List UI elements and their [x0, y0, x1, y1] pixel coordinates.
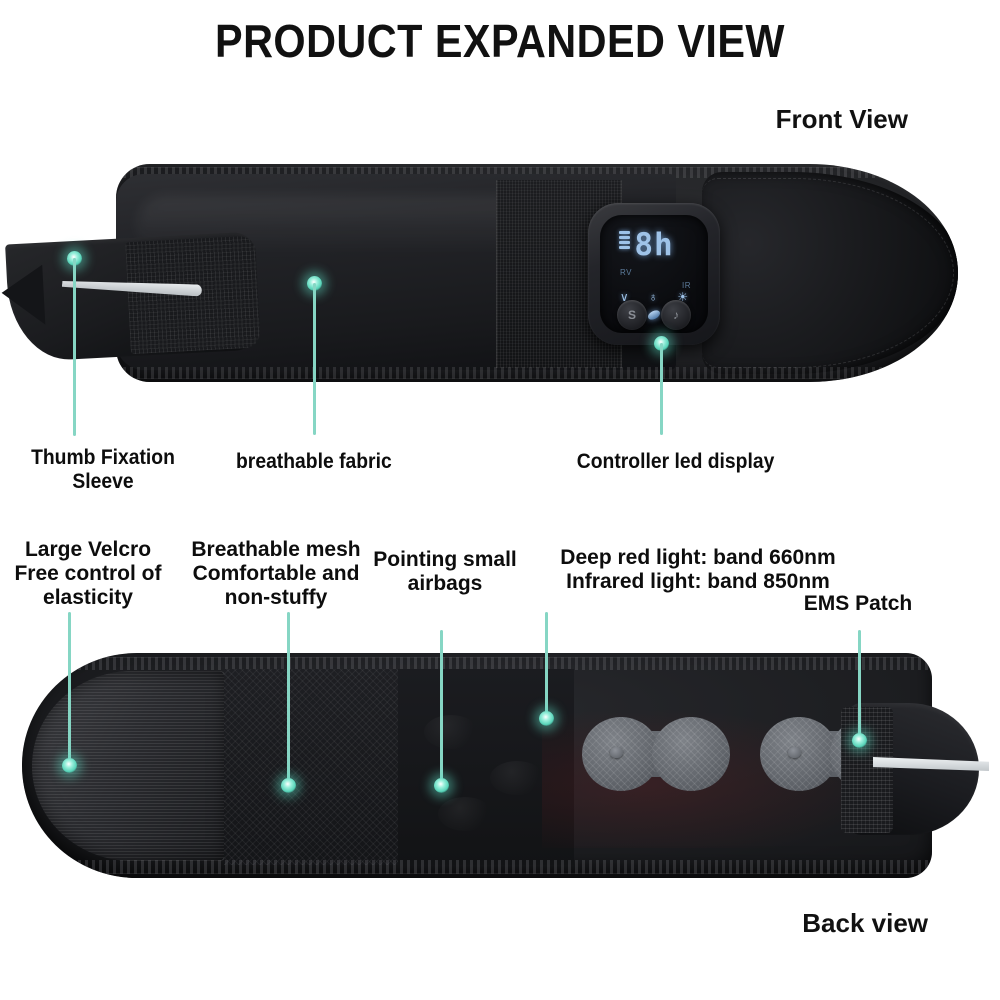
controller-led-screen: 8h RV IR ∨ ♁ ☀ S ♪: [600, 215, 708, 333]
callout-label-pointing-small-airbags: Pointing small airbags: [373, 548, 517, 595]
callout-line-pointing-small-airbags: [440, 630, 443, 785]
light-sun-icon: ☀: [677, 290, 689, 304]
controller-sub-label-right: IR: [682, 281, 691, 290]
ems-wave-icon: ∨: [619, 290, 629, 304]
callout-label-ems-patch: EMS Patch: [803, 592, 913, 615]
front-view-product-image: [5, 150, 968, 395]
controller-readout: 8h: [634, 227, 674, 263]
callout-label-thumb-fixation-sleeve: Thumb Fixation Sleeve: [31, 446, 175, 493]
thumb-sleeve: [5, 231, 261, 363]
back-main-body: [22, 653, 932, 878]
callout-line-controller-led-display: [660, 343, 663, 435]
callout-label-controller-led-display: Controller led display: [576, 450, 775, 473]
mode-button[interactable]: ♪: [661, 300, 691, 330]
back-view-product-image: [4, 645, 989, 890]
controller-module[interactable]: 8h RV IR ∨ ♁ ☀ S ♪: [588, 203, 720, 345]
callout-line-large-velcro: [68, 612, 71, 765]
controller-sub-label-left: RV: [620, 268, 632, 277]
belt-main-body: [116, 164, 958, 382]
callout-line-light-bands: [545, 612, 548, 718]
signal-bars-icon: [619, 231, 630, 249]
callout-dot-large-velcro: [62, 758, 77, 773]
callout-dot-pointing-small-airbags: [434, 778, 449, 793]
belt-nose: [702, 172, 958, 374]
callout-label-large-velcro: Large Velcro Free control of elasticity: [14, 538, 162, 609]
controller-icon-row: ∨ ♁ ☀: [610, 291, 698, 303]
callout-line-thumb-fixation-sleeve: [73, 258, 76, 436]
callout-dot-ems-patch: [852, 733, 867, 748]
start-button[interactable]: S: [617, 300, 647, 330]
page-title: PRODUCT EXPANDED VIEW: [215, 15, 785, 67]
callout-label-light-bands: Deep red light: band 660nm Infrared ligh…: [560, 546, 836, 593]
controller-button-row: S ♪: [600, 300, 708, 330]
breathable-mesh-panel: [224, 669, 402, 865]
callout-line-ems-patch: [858, 630, 861, 740]
callout-label-breathable-fabric: breathable fabric: [236, 450, 392, 473]
ems-patch-left: [582, 717, 730, 791]
back-sleeve-mesh: [841, 707, 893, 833]
callout-label-breathable-mesh: Breathable mesh Comfortable and non-stuf…: [191, 538, 361, 609]
callout-dot-light-bands: [539, 711, 554, 726]
callout-line-breathable-fabric: [313, 283, 316, 435]
front-view-caption: Front View: [775, 104, 908, 134]
heat-thermometer-icon: ♁: [648, 290, 658, 304]
callout-line-breathable-mesh: [287, 612, 290, 785]
back-view-caption: Back view: [802, 908, 928, 938]
callout-dot-breathable-mesh: [281, 778, 296, 793]
airbag-panel: [398, 669, 574, 865]
